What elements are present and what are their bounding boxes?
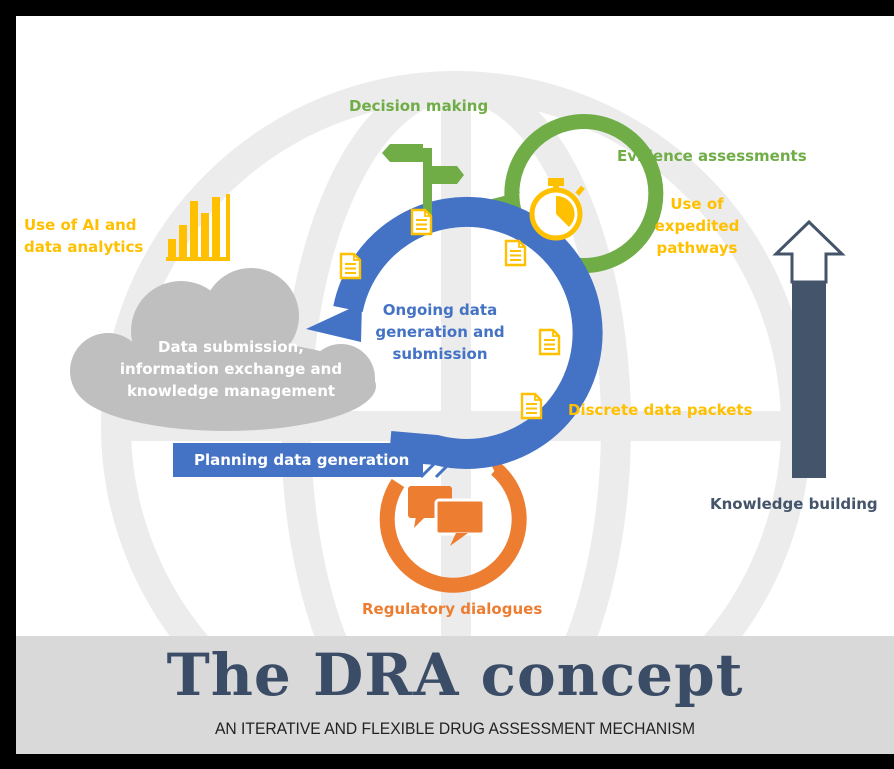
page-subtitle: AN ITERATIVE AND FLEXIBLE DRUG ASSESSMEN… [214,719,696,738]
diagram-panel: Decision making Evidence assessments Use… [16,16,894,754]
document-icon [410,208,433,236]
decision-making-label: Decision making [349,97,489,115]
up-arrow-icon [772,219,846,478]
document-icon [520,392,543,420]
page-title: The DRA concept [166,641,744,709]
data-submission-label: Data submission, information exchange an… [119,338,343,400]
main-loop-arrow [306,196,603,469]
footer-band [16,636,894,754]
document-icon [504,239,527,267]
ai-analytics-label: Use of AI and data analytics [24,216,144,256]
ongoing-data-label: Ongoing data generation and submission [375,301,505,363]
document-icon [339,252,362,280]
document-icon [538,328,561,356]
regulatory-dialogues-label: Regulatory dialogues [362,600,543,618]
bar-chart-icon [166,194,230,261]
knowledge-building-label: Knowledge building [710,495,878,513]
signpost-icon [382,144,464,220]
evidence-assessments-label: Evidence assessments [617,147,807,165]
planning-band [173,441,456,479]
planning-data-generation-label: Planning data generation [194,451,410,469]
discrete-packets-label: Discrete data packets [568,401,753,419]
cloud-icon [70,268,376,431]
expedited-pathways-label: Use of expedited pathways [654,195,740,257]
speech-bubbles-icon [408,486,486,546]
diagram-graphics [70,71,846,754]
stopwatch-icon [529,178,585,241]
